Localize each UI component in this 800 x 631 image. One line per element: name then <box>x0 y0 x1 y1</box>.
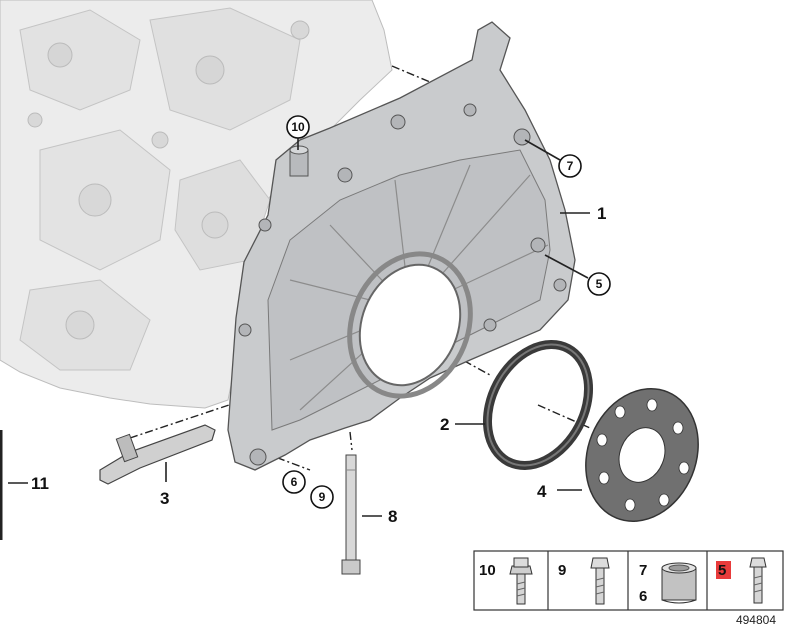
bolt-icon <box>749 557 767 604</box>
callout-8: 8 <box>388 507 397 526</box>
callout-9: 9 <box>310 485 334 509</box>
callout-6: 6 <box>282 470 306 494</box>
bolt-icon <box>590 557 610 605</box>
svg-text:6: 6 <box>291 475 298 489</box>
callout-4: 4 <box>537 482 547 501</box>
crankshaft-sensor <box>99 424 216 485</box>
callout-5: 5 <box>587 272 611 296</box>
alignment-lines <box>129 65 591 471</box>
engine-block-illustration <box>0 0 393 409</box>
callout-3: 3 <box>160 489 169 508</box>
legend-label-9: 9 <box>558 562 566 579</box>
flange-bolt-icon <box>509 557 533 605</box>
callout-11: 11 <box>31 474 49 493</box>
legend-label-6: 6 <box>639 588 647 605</box>
legend-highlight <box>716 561 731 579</box>
svg-text:7: 7 <box>567 159 574 173</box>
callout-1: 1 <box>597 204 606 223</box>
callout-10: 10 <box>286 115 310 139</box>
leader-lines <box>8 138 590 517</box>
callout-2: 2 <box>440 415 449 434</box>
sensor-wheel <box>585 388 699 522</box>
dowel-sleeve-icon <box>661 562 697 604</box>
legend-label-10: 10 <box>479 562 496 579</box>
svg-text:5: 5 <box>596 277 603 291</box>
svg-text:10: 10 <box>291 120 305 134</box>
legend-label-7: 7 <box>639 562 647 579</box>
radial-shaft-seal <box>482 340 594 470</box>
timing-case-cover <box>227 21 576 471</box>
fastener-legend: 10 9 7 6 5 <box>473 550 784 611</box>
callout-7: 7 <box>558 154 582 178</box>
legend-label-5: 5 <box>718 562 726 579</box>
diagram-id: 494804 <box>736 613 776 627</box>
svg-text:9: 9 <box>319 490 326 504</box>
long-bolt <box>341 454 361 575</box>
